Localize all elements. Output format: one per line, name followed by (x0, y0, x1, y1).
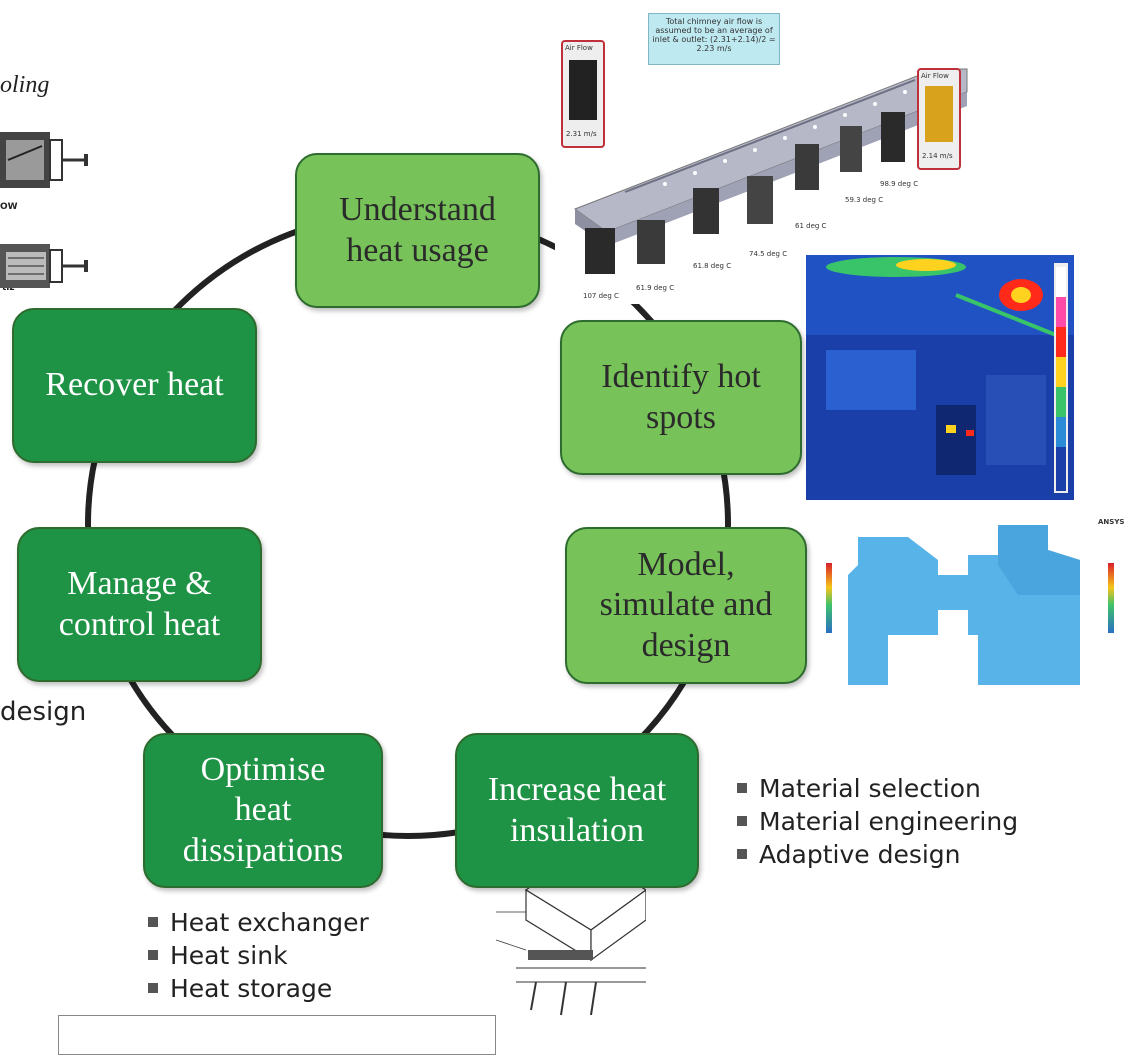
simulation-image (818, 515, 1128, 693)
bullet-material-selection: Material selection (737, 772, 1018, 805)
node-recover-heat: Recover heat (12, 308, 257, 463)
node-recover-line1: Recover heat (45, 366, 224, 404)
bullet-heat-sink: Heat sink (148, 939, 369, 972)
airflow-note: Total chimney air flow is assumed to be … (648, 13, 780, 65)
temp-label-1: 107 deg C (583, 292, 619, 300)
node-understand-line1: Understand (339, 191, 496, 229)
node-model-line1: Model, (637, 546, 735, 584)
node-dissipation-line1: Optimise (200, 751, 326, 789)
temp-label-2: 61.9 deg C (636, 284, 675, 292)
partial-italic-text: oling (0, 72, 50, 98)
node-insulation-line2: insulation (509, 811, 645, 849)
node-model-line3: design (641, 626, 731, 664)
partial-bottom-box (58, 1015, 496, 1055)
airflow-inlet-value: 2.31 m/s (566, 130, 597, 138)
partial-ow-text: OW (0, 202, 18, 212)
bullet-heat-exchanger: Heat exchanger (148, 906, 369, 939)
insulation-bullet-list: Material selection Material engineering … (737, 772, 1018, 871)
airflow-outlet-photo: Air Flow 2.14 m/s (917, 68, 961, 170)
bullet-heat-storage: Heat storage (148, 972, 369, 1005)
temp-label-6: 59.3 deg C (845, 196, 884, 204)
partial-design-text: design (0, 697, 87, 727)
node-manage-control-heat: Manage &control heat (17, 527, 262, 682)
device-sketch-bottom (0, 244, 88, 288)
node-insulation-line1: Increase heat (487, 771, 667, 809)
temp-label-5: 61 deg C (795, 222, 827, 230)
node-understand-line2: heat usage (346, 231, 489, 269)
node-manage-line2: control heat (58, 605, 221, 643)
node-identify-line1: Identify hot (601, 358, 761, 396)
temp-label-3: 61.8 deg C (693, 262, 732, 270)
bullet-adaptive-design: Adaptive design (737, 838, 1018, 871)
thermal-image (806, 255, 1074, 500)
temp-label-7: 98.9 deg C (880, 180, 919, 188)
airflow-outlet-value: 2.14 m/s (922, 152, 953, 160)
airflow-inlet-meter (569, 60, 597, 120)
airflow-measurement-image (555, 14, 985, 304)
dissipation-bullet-list: Heat exchanger Heat sink Heat storage (148, 906, 369, 1005)
bullet-material-engineering: Material engineering (737, 805, 1018, 838)
airflow-outlet-meter (925, 86, 953, 142)
node-identify-line2: spots (646, 398, 716, 436)
node-dissipation-line3: dissipations (182, 831, 344, 869)
node-manage-line1: Manage & (67, 565, 212, 603)
temp-label-4: 74.5 deg C (749, 250, 788, 258)
airflow-inlet-label: Air Flow (565, 44, 593, 52)
airflow-inlet-photo: Air Flow 2.31 m/s (561, 40, 605, 148)
ansys-brand: ANSYS (1098, 518, 1125, 526)
node-dissipation-line2: heat (234, 791, 292, 829)
airflow-outlet-label: Air Flow (921, 72, 949, 80)
device-sketch-top (0, 132, 88, 188)
node-model-line2: simulate and (599, 586, 773, 624)
